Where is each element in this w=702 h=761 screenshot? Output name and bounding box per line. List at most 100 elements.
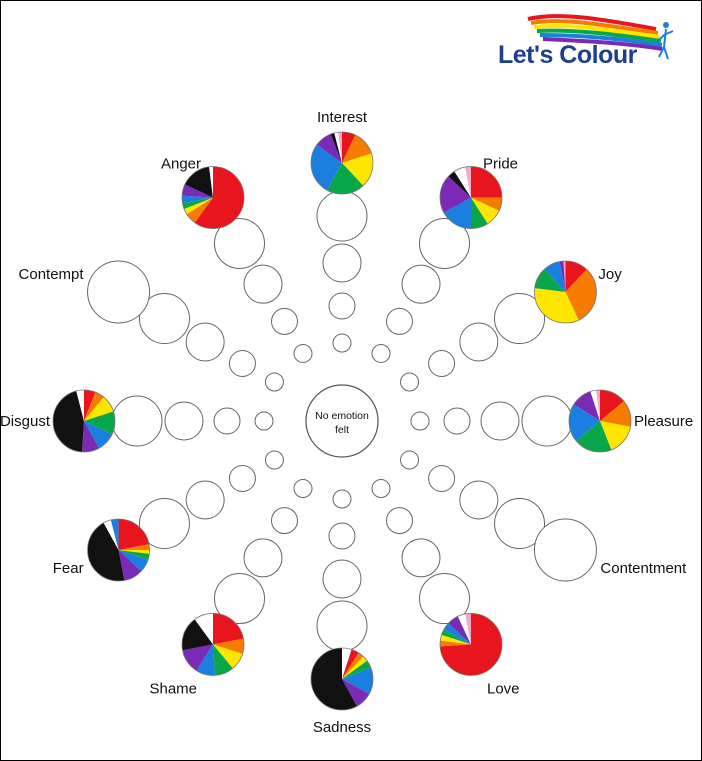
love-ring-1 <box>371 479 391 499</box>
shame-pie-outline <box>181 613 245 676</box>
sadness-pie-outline <box>310 647 374 711</box>
disgust-pie-slice-1 <box>84 390 96 421</box>
love-pie-slice-2 <box>439 640 471 647</box>
sadness-pie-slice-1 <box>342 648 352 679</box>
sadness-ring-2 <box>328 522 356 550</box>
fear-ring-3 <box>185 480 225 520</box>
anger-pie-slice-3 <box>184 197 213 215</box>
fear-pie-slice-5 <box>118 550 149 572</box>
sadness-pie-slice-4 <box>342 656 368 679</box>
pleasure-pie-slice-6 <box>573 391 600 421</box>
pride-pie-slice-9 <box>465 166 471 198</box>
joy-ring-2 <box>428 350 456 377</box>
contentment-ring-3 <box>459 480 499 520</box>
anger-ring-3 <box>243 264 283 304</box>
contempt-ring-3 <box>185 322 225 362</box>
joy-pie-outline <box>534 260 597 324</box>
sadness-pie-slice-7 <box>342 679 370 707</box>
interest-pie-slice-8 <box>334 132 342 163</box>
joy-pie-slice-4 <box>534 269 566 292</box>
fear-pie-slice-4 <box>118 550 150 560</box>
pride-pie-outline <box>439 166 503 229</box>
fear-ring-2 <box>228 465 256 492</box>
joy-pie-slice-7 <box>563 261 566 292</box>
disgust-ring-3 <box>164 401 204 441</box>
fear-pie-slice-2 <box>118 544 150 550</box>
pleasure-ring-2 <box>443 407 471 435</box>
anger-label: Anger <box>161 156 201 173</box>
disgust-ring-1 <box>254 411 274 431</box>
pride-pie-slice-3 <box>471 197 500 224</box>
shame-label: Shame <box>149 680 197 697</box>
shame-pie-slice-5 <box>196 644 215 676</box>
joy-pie <box>534 260 597 324</box>
pleasure-pie-slice-3 <box>600 421 631 450</box>
sadness-pie-slice-5 <box>342 660 371 679</box>
contentment-ring-4 <box>494 498 546 549</box>
anger-ring-4 <box>214 217 265 269</box>
pride-ring-2 <box>386 307 413 335</box>
pleasure-pie-slice-2 <box>600 401 632 427</box>
fear-label: Fear <box>53 560 84 577</box>
anger-pie-slice-4 <box>182 197 213 209</box>
joy-ring-4 <box>494 293 546 344</box>
pleasure-pie-outline <box>568 389 632 453</box>
shame-pie <box>181 613 245 676</box>
pleasure-ring-1 <box>410 411 430 431</box>
interest-ring-1 <box>332 333 352 353</box>
sadness-ring-4 <box>316 600 368 652</box>
joy-pie-slice-2 <box>565 269 597 321</box>
fear-pie <box>87 518 150 582</box>
joy-pie-slice-5 <box>544 261 566 292</box>
joy-label: Joy <box>598 266 622 283</box>
disgust-pie-slice-4 <box>84 411 115 435</box>
anger-ring-1 <box>293 343 313 363</box>
pleasure-pie-slice-1 <box>600 390 624 421</box>
shame-pie-slice-3 <box>213 644 243 669</box>
shame-pie-slice-7 <box>182 619 213 651</box>
center-circle <box>305 384 379 458</box>
center-label-line1: No emotion <box>315 410 369 422</box>
disgust-ring-4 <box>111 395 163 447</box>
shame-pie-slice-2 <box>213 638 244 655</box>
fear-ring-1 <box>264 450 284 470</box>
shame-ring-2 <box>271 507 298 535</box>
pride-pie-slice-2 <box>471 197 502 211</box>
pleasure-pie <box>568 389 632 453</box>
interest-pie-slice-9 <box>338 132 342 163</box>
love-pie-slice-1 <box>440 613 502 676</box>
disgust-pie <box>52 389 116 453</box>
disgust-ring-2 <box>213 407 241 435</box>
anger-pie-outline <box>181 166 245 229</box>
pride-pie-slice-1 <box>471 166 502 198</box>
sadness-ring-3 <box>322 559 362 599</box>
pleasure-pie-slice-7 <box>590 390 600 421</box>
interest-pie-slice-6 <box>316 134 342 163</box>
pride-ring-1 <box>371 343 391 363</box>
love-ring-4 <box>419 573 470 625</box>
anger-pie-slice-1 <box>194 166 245 229</box>
contentment-ring-1 <box>400 450 420 470</box>
love-pie-slice-4 <box>441 629 471 645</box>
interest-pie-slice-4 <box>327 163 364 194</box>
interest-label: Interest <box>317 109 368 126</box>
joy-ring-3 <box>459 322 499 362</box>
center-label-line2: felt <box>335 424 349 436</box>
disgust-pie-slice-6 <box>82 421 99 452</box>
disgust-pie-slice-7 <box>52 390 84 452</box>
brand-name: Let's Colour <box>498 41 637 69</box>
pride-pie-slice-4 <box>471 197 488 229</box>
interest-ring-4 <box>316 190 368 242</box>
love-pie <box>439 613 503 676</box>
contempt-outer-circle <box>87 260 151 324</box>
pride-pie <box>439 166 503 229</box>
shame-ring-1 <box>293 479 313 499</box>
love-pie-slice-5 <box>443 623 471 645</box>
anger-ring-2 <box>271 307 298 335</box>
pride-ring-4 <box>419 217 470 269</box>
disgust-pie-slice-2 <box>84 392 104 421</box>
sadness-label: Sadness <box>313 719 371 736</box>
shame-pie-slice-8 <box>194 613 213 645</box>
contentment-ring-2 <box>428 465 456 492</box>
pleasure-ring-4 <box>521 395 573 447</box>
